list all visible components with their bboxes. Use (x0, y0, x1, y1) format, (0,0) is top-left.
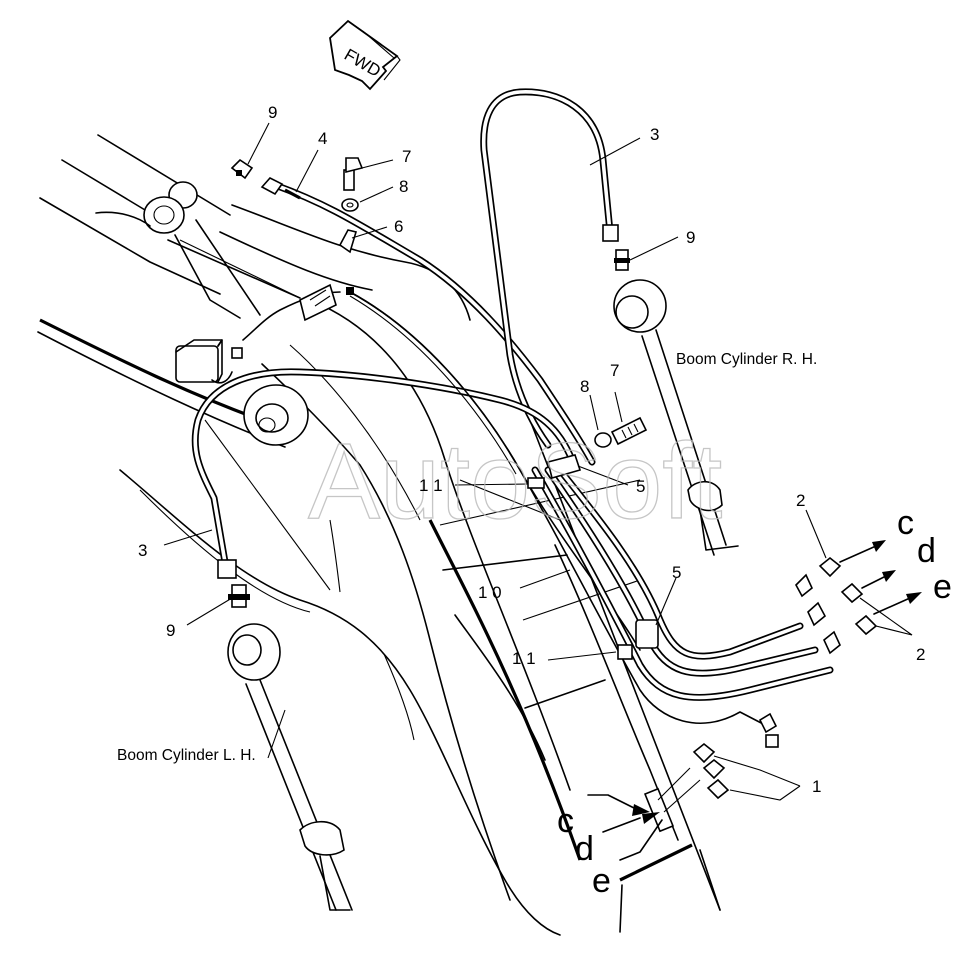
caption-boom-cylinder-rh: Boom Cylinder R. H. (676, 351, 817, 368)
label-5-lower: 5 (672, 563, 681, 582)
label-3-top-right: 3 (650, 125, 659, 144)
label-2-top: 2 (796, 491, 805, 510)
fwd-direction-marker: FWD (329, 19, 401, 91)
label-9-top-left: 9 (268, 103, 277, 122)
port-letters-right: c d e (897, 504, 952, 606)
label-3-left: 3 (138, 541, 147, 560)
caption-boom-cylinder-lh: Boom Cylinder L. H. (117, 747, 256, 764)
label-2-bottom: 2 (916, 645, 925, 664)
port-letter-e-right: e (933, 568, 952, 606)
label-7-mid: 7 (610, 361, 619, 380)
label-8-top: 8 (399, 177, 408, 196)
label-11-upper: 1 1 (419, 476, 443, 495)
label-7-top: 7 (402, 147, 411, 166)
port-letter-d-right: d (917, 532, 936, 570)
port-letter-c-right: c (897, 504, 914, 542)
leader-lines (163, 122, 913, 801)
label-6: 6 (394, 217, 403, 236)
boom-cylinder-lh (227, 623, 353, 911)
label-10: 1 0 (478, 583, 502, 602)
label-9-left: 9 (166, 621, 175, 640)
label-5-upper: 5 (636, 477, 645, 496)
label-1: 1 (812, 777, 821, 796)
port-letter-d-bottom: d (575, 830, 594, 868)
port-letters-bottom: c d e (557, 802, 611, 900)
label-9-right: 9 (686, 228, 695, 247)
port-letter-e-bottom: e (592, 862, 611, 900)
boom-cylinder-rh (613, 279, 739, 556)
part-labels: 9 4 7 8 6 3 9 8 7 1 1 5 3 9 1 0 5 1 1 2 … (138, 103, 925, 796)
hose-fittings (217, 157, 878, 833)
label-11-lower: 1 1 (512, 649, 536, 668)
port-arrows-right (839, 540, 922, 615)
port-letter-c-bottom: c (557, 802, 574, 840)
label-8-mid: 8 (580, 377, 589, 396)
boom-foot-mechanism (95, 181, 354, 446)
port-arrows-bottom (587, 767, 701, 861)
watermark-text: AutoSoft (308, 420, 722, 541)
label-4: 4 (318, 129, 327, 148)
